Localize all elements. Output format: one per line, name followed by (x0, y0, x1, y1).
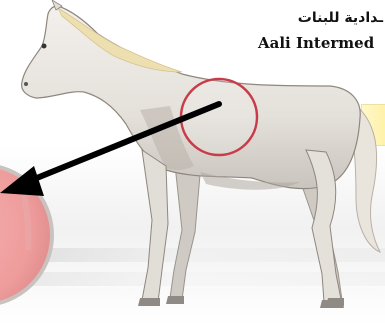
near-front-leg (142, 150, 168, 302)
horse-eye (42, 44, 47, 49)
horse-nostril (24, 82, 28, 86)
far-front-hoof (166, 296, 184, 304)
far-back-hoof (326, 298, 344, 306)
near-front-hoof (138, 298, 160, 306)
